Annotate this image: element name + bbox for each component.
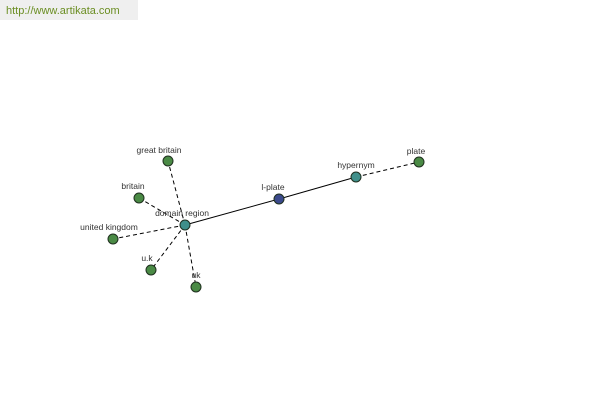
edge-domain-region-to-britain — [138, 197, 186, 226]
node-plate[interactable]: plate — [407, 146, 426, 168]
edge-hypernym-to-plate — [355, 161, 420, 178]
node-label-plate: plate — [407, 146, 426, 156]
node-l-plate[interactable]: l-plate — [261, 182, 285, 205]
node-label-great-britain: great britain — [137, 145, 182, 155]
node-circle-uk-dotted[interactable] — [145, 264, 157, 276]
node-uk-dotted[interactable]: u.k — [141, 253, 157, 276]
node-label-domain-region: domain region — [155, 208, 209, 218]
node-label-britain: britain — [121, 181, 144, 191]
node-circle-britain[interactable] — [133, 192, 145, 204]
node-circle-plate[interactable] — [413, 156, 425, 168]
edge-domain-region-to-uk — [184, 224, 197, 288]
node-great-britain[interactable]: great britain — [137, 145, 182, 167]
node-label-l-plate: l-plate — [261, 182, 284, 192]
edge-l-plate-to-hypernym — [278, 176, 357, 200]
node-circle-great-britain[interactable] — [162, 155, 174, 167]
node-label-united-kingdom: united kingdom — [80, 222, 138, 232]
node-hypernym[interactable]: hypernym — [337, 160, 375, 183]
edge-l-plate-to-domain-region — [184, 198, 280, 226]
graph-edges — [112, 160, 420, 288]
edge-domain-region-to-united-kingdom — [112, 224, 186, 240]
site-url-bar: http://www.artikata.com — [0, 0, 138, 20]
node-label-uk-dotted: u.k — [141, 253, 153, 263]
node-label-hypernym: hypernym — [337, 160, 374, 170]
node-circle-hypernym[interactable] — [350, 171, 362, 183]
edge-domain-region-to-uk-dotted — [150, 224, 186, 271]
node-united-kingdom[interactable]: united kingdom — [80, 222, 138, 245]
node-uk[interactable]: uk — [190, 270, 202, 293]
node-britain[interactable]: britain — [121, 181, 145, 204]
node-circle-uk[interactable] — [190, 281, 202, 293]
node-domain-region[interactable]: domain region — [155, 208, 209, 231]
node-circle-l-plate[interactable] — [273, 193, 285, 205]
node-label-uk: uk — [192, 270, 202, 280]
graph-nodes: great britain britain united kingdom u.k uk d… — [80, 145, 426, 293]
node-circle-united-kingdom[interactable] — [107, 233, 119, 245]
site-url-link[interactable]: http://www.artikata.com — [6, 5, 120, 17]
node-circle-domain-region[interactable] — [179, 219, 191, 231]
